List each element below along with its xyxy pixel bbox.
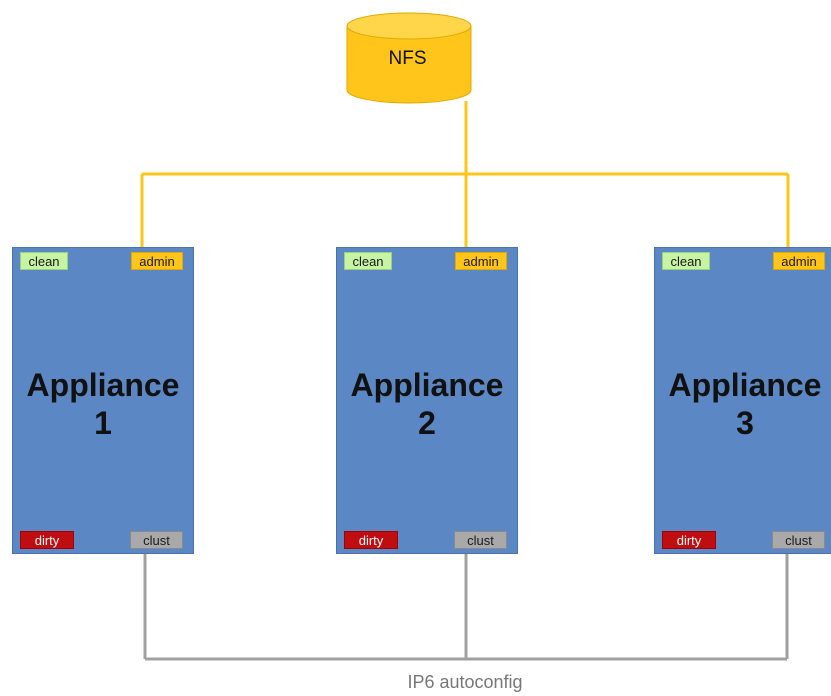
- appliance-title: Appliance 3: [655, 366, 831, 442]
- appliance-name: Appliance: [26, 367, 180, 403]
- admin-port: admin: [455, 252, 507, 270]
- cluster-network-lines: [143, 550, 789, 661]
- dirty-port: dirty: [20, 531, 74, 549]
- appliance-3: clean admin Appliance 3 dirty clust: [654, 247, 831, 554]
- appliance-1: clean admin Appliance 1 dirty clust: [12, 247, 194, 554]
- appliance-number: 1: [94, 405, 112, 441]
- appliance-number: 3: [736, 405, 754, 441]
- dirty-port: dirty: [662, 531, 716, 549]
- clean-port: clean: [344, 252, 392, 270]
- admin-network-lines: [140, 101, 790, 252]
- nfs-label: NFS: [388, 48, 427, 69]
- appliance-title: Appliance 1: [13, 366, 193, 442]
- clean-port: clean: [662, 252, 710, 270]
- admin-port: admin: [131, 252, 183, 270]
- appliance-name: Appliance: [350, 367, 504, 403]
- cluster-network-label: IP6 autoconfig: [407, 672, 523, 692]
- clust-port: clust: [130, 531, 183, 549]
- clust-port: clust: [454, 531, 507, 549]
- appliance-title: Appliance 2: [337, 366, 517, 442]
- nfs-storage-cylinder: [346, 12, 472, 104]
- appliance-name: Appliance: [668, 367, 822, 403]
- clust-port: clust: [772, 531, 825, 549]
- dirty-port: dirty: [344, 531, 398, 549]
- appliance-2: clean admin Appliance 2 dirty clust: [336, 247, 518, 554]
- clean-port: clean: [20, 252, 68, 270]
- appliance-number: 2: [418, 405, 436, 441]
- admin-port: admin: [773, 252, 825, 270]
- nfs-cylinder-top: [346, 12, 472, 40]
